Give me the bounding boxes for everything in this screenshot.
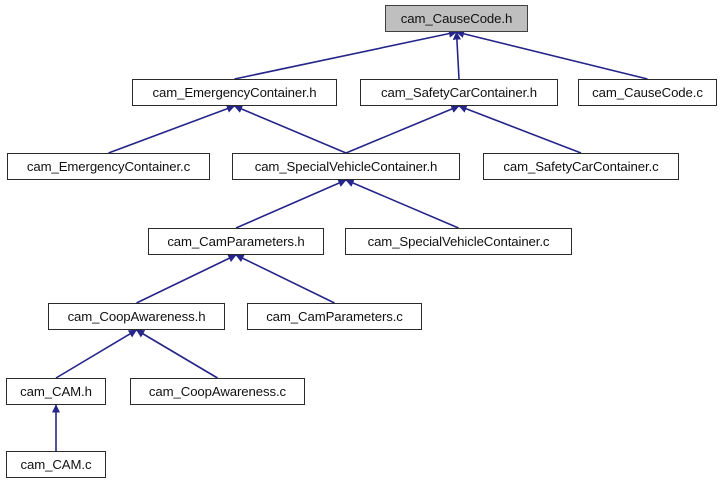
graph-node-cam-coopawareness-h[interactable]: cam_CoopAwareness.h — [48, 303, 225, 330]
graph-edge-cam-coopawareness-h-to-cam-camparameters-h — [136, 254, 237, 304]
graph-edge-cam-specialvehiclecontainer-h-to-cam-emergencycontainer-h — [233, 105, 347, 154]
graph-node-label: cam_CoopAwareness.c — [148, 383, 287, 399]
graph-node-label: cam_CauseCode.h — [400, 10, 513, 26]
graph-edge-cam-safetycarcontainer-h-to-cam-causecode-h — [452, 31, 462, 80]
graph-node-cam-cam-c[interactable]: cam_CAM.c — [6, 451, 106, 478]
graph-node-cam-safetycarcontainer-h[interactable]: cam_SafetyCarContainer.h — [360, 79, 558, 106]
graph-node-cam-emergencycontainer-h[interactable]: cam_EmergencyContainer.h — [132, 79, 337, 106]
graph-node-label: cam_CAM.h — [20, 383, 92, 399]
graph-node-label: cam_EmergencyContainer.c — [26, 158, 191, 174]
graph-edge-cam-specialvehiclecontainer-h-to-cam-safetycarcontainer-h — [345, 105, 460, 154]
graph-node-label: cam_CoopAwareness.h — [67, 308, 206, 324]
graph-node-label: cam_EmergencyContainer.h — [152, 84, 317, 100]
graph-edge-cam-camparameters-h-to-cam-specialvehiclecontainer-h — [235, 179, 347, 229]
graph-node-cam-camparameters-h[interactable]: cam_CamParameters.h — [148, 228, 324, 255]
graph-node-cam-cam-h[interactable]: cam_CAM.h — [6, 378, 106, 405]
graph-node-label: cam_CamParameters.h — [167, 233, 305, 249]
graph-node-cam-specialvehiclecontainer-h[interactable]: cam_SpecialVehicleContainer.h — [232, 153, 460, 180]
graph-node-label: cam_SpecialVehicleContainer.c — [367, 233, 550, 249]
graph-node-cam-camparameters-c[interactable]: cam_CamParameters.c — [247, 303, 422, 330]
graph-edge-cam-specialvehiclecontainer-c-to-cam-specialvehiclecontainer-h — [345, 179, 459, 229]
graph-node-cam-coopawareness-c[interactable]: cam_CoopAwareness.c — [130, 378, 305, 405]
graph-edge-cam-causecode-c-to-cam-causecode-h — [455, 29, 648, 80]
graph-edge-cam-safetycarcontainer-c-to-cam-safetycarcontainer-h — [458, 104, 582, 154]
graph-node-cam-causecode-h[interactable]: cam_CauseCode.h — [385, 5, 528, 32]
graph-node-label: cam_CamParameters.c — [266, 308, 403, 324]
graph-edge-cam-emergencycontainer-h-to-cam-causecode-h — [234, 29, 458, 80]
graph-node-label: cam_CauseCode.c — [592, 84, 703, 100]
graph-node-label: cam_SpecialVehicleContainer.h — [254, 158, 438, 174]
graph-node-label: cam_SafetyCarContainer.c — [503, 158, 659, 174]
graph-node-label: cam_CAM.c — [20, 456, 92, 472]
graph-node-cam-emergencycontainer-c[interactable]: cam_EmergencyContainer.c — [7, 153, 210, 180]
graph-edge-cam-coopawareness-c-to-cam-coopawareness-h — [135, 329, 218, 379]
graph-edge-cam-cam-h-to-cam-coopawareness-h — [55, 329, 138, 379]
graph-node-cam-specialvehiclecontainer-c[interactable]: cam_SpecialVehicleContainer.c — [345, 228, 572, 255]
graph-edge-cam-camparameters-c-to-cam-camparameters-h — [235, 254, 335, 304]
graph-node-cam-causecode-c[interactable]: cam_CauseCode.c — [578, 79, 717, 106]
graph-node-label: cam_SafetyCarContainer.h — [381, 84, 537, 100]
graph-edge-cam-emergencycontainer-c-to-cam-emergencycontainer-h — [108, 104, 236, 154]
graph-node-cam-safetycarcontainer-c[interactable]: cam_SafetyCarContainer.c — [483, 153, 679, 180]
